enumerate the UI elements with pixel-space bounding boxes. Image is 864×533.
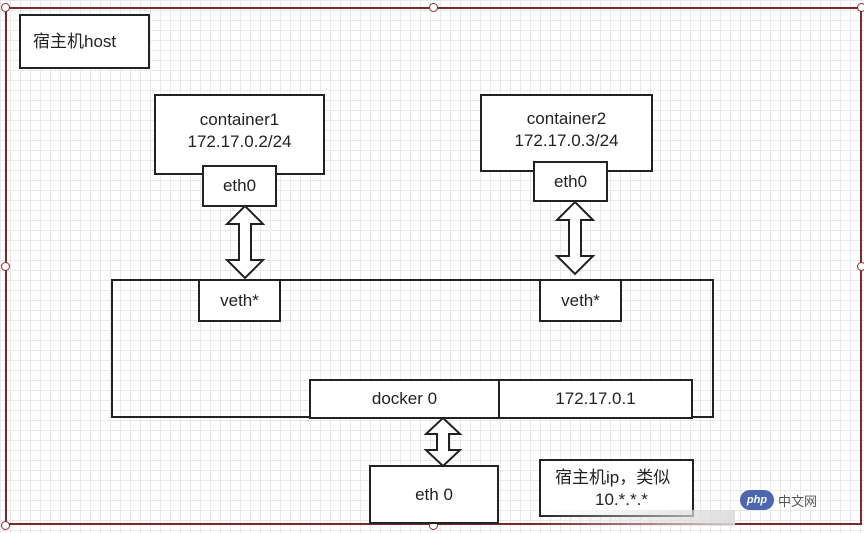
container2-eth0-label: eth0 (553, 171, 588, 191)
host-eth0-label: eth 0 (415, 484, 453, 504)
frame-handle-top-right[interactable] (857, 3, 864, 12)
frame-handle-top-left[interactable] (1, 3, 10, 12)
docker0-ip-box: 172.17.0.1 (498, 379, 693, 419)
double-arrow-container1-veth (224, 204, 266, 280)
frame-handle-middle-right[interactable] (857, 262, 864, 271)
double-arrow-docker0-eth0 (423, 416, 463, 468)
host-label-box: 宿主机host (19, 14, 150, 69)
container2-eth0: eth0 (533, 161, 608, 202)
watermark-logo: php (740, 490, 774, 510)
watermark: php 中文网 (740, 488, 817, 512)
container2-ip: 172.17.0.3/24 (514, 131, 619, 150)
docker0-ip-label: 172.17.0.1 (555, 389, 636, 408)
container1-name: container1 (199, 109, 280, 129)
host-ip-note-box: 宿主机ip，类似 10.*.*.* (539, 459, 694, 517)
docker0-box: docker 0 (309, 379, 500, 419)
veth-right-label: veth* (561, 290, 600, 310)
bottom-fade-overlay (535, 510, 735, 526)
frame-handle-bottom-left[interactable] (1, 521, 10, 530)
container1-eth0-label: eth0 (222, 176, 257, 195)
host-label: 宿主机host (33, 31, 117, 51)
container1-ip: 172.17.0.2/24 (187, 131, 292, 151)
container1-eth0: eth0 (202, 165, 277, 207)
container1-box: container1 172.17.0.2/24 (154, 94, 325, 175)
host-ip-note-line2: 10.*.*.* (595, 490, 648, 509)
frame-handle-top-center[interactable] (429, 3, 438, 12)
watermark-text: 中文网 (778, 493, 818, 509)
double-arrow-container2-veth (554, 200, 596, 276)
frame-handle-middle-left[interactable] (1, 262, 10, 271)
container2-name: container2 (526, 109, 607, 128)
veth-right: veth* (539, 279, 622, 322)
docker0-label: docker 0 (371, 389, 438, 408)
veth-left-label: veth* (220, 290, 259, 310)
host-eth0-box: eth 0 (369, 465, 499, 524)
veth-left: veth* (198, 279, 281, 322)
host-ip-note-line1: 宿主机ip，类似 (555, 468, 671, 487)
